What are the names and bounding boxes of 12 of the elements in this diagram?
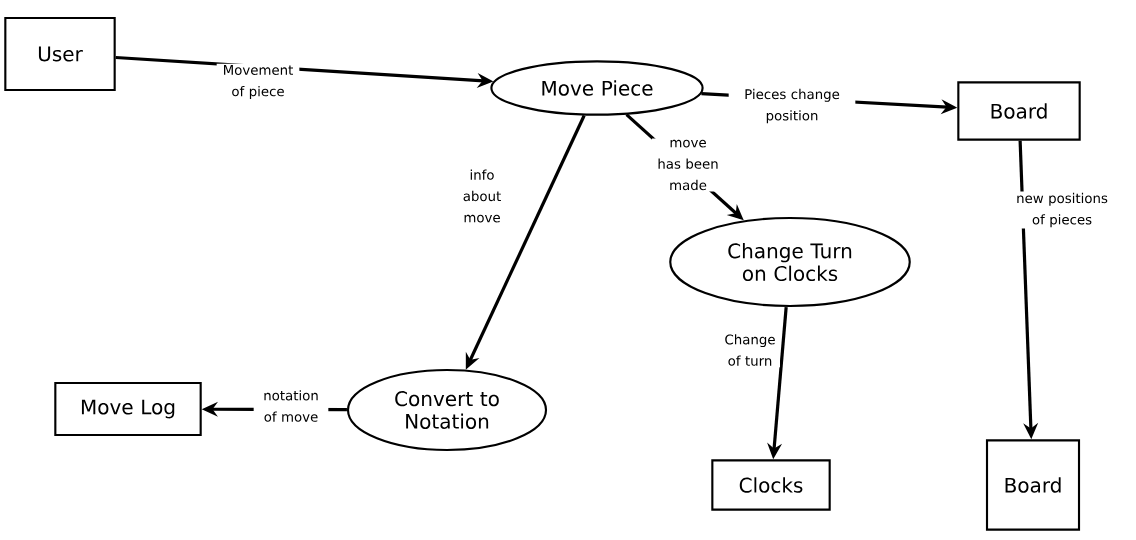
process-box: User: [4, 16, 116, 92]
edge-label: move has been made: [652, 138, 724, 192]
edge-label: info about move: [458, 168, 506, 224]
process-box: Move Log: [54, 381, 202, 437]
process-box: Board: [957, 81, 1081, 141]
edge-label: Pieces change position: [728, 87, 856, 125]
process-box: Board: [985, 439, 1081, 531]
edge-label: notation of move: [253, 388, 329, 424]
edge-label: Change of turn: [720, 332, 780, 368]
edge-label: Movement of piece: [216, 63, 300, 101]
process-box: Clocks: [711, 459, 831, 511]
edge-label: new positions of pieces: [1010, 191, 1114, 229]
